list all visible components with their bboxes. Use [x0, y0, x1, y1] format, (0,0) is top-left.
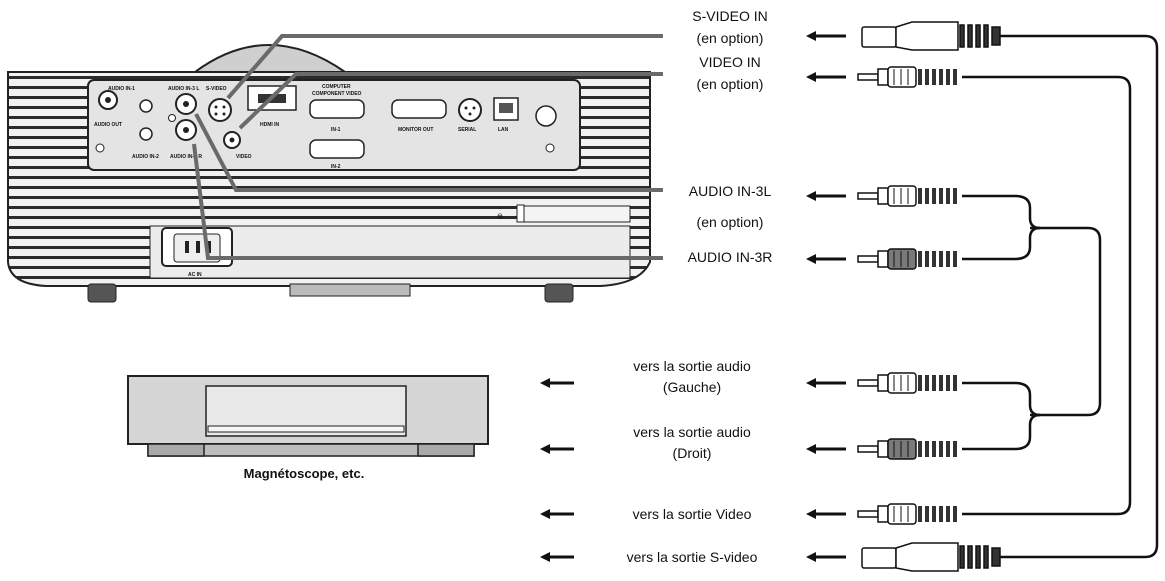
- audio-left-out-label: vers la sortie audio: [633, 358, 751, 374]
- audio-in-3l-label: AUDIO IN-3L: [689, 183, 772, 199]
- audio-3r-leader-line: [192, 143, 663, 260]
- panel-label-video: VIDEO: [236, 154, 252, 160]
- projector-foot-left: [87, 283, 117, 303]
- arrows: [540, 31, 846, 562]
- rca-plug-audio-in-3r: [857, 248, 957, 270]
- video-in-label: VIDEO IN: [699, 54, 760, 70]
- arrow-svideo-out: [806, 552, 846, 562]
- panel-label-svideo: S-VIDEO: [206, 86, 227, 92]
- monitor-out-port: [391, 99, 447, 119]
- audio-top-left-wire: [962, 194, 1041, 230]
- svideo-in-option-label: (en option): [697, 30, 764, 46]
- panel-label-hdmi-in: HDMI IN: [260, 122, 280, 128]
- svideo-plug-bottom: [861, 542, 1001, 572]
- cables: [962, 34, 1159, 559]
- vcr-foot-right: [417, 443, 475, 457]
- rca-plugs: [857, 66, 957, 525]
- panel-button: [535, 105, 557, 127]
- panel-label-lan: LAN: [498, 127, 509, 133]
- vcr-foot-left: [147, 443, 205, 457]
- arrow-audio-in-3r: [806, 254, 846, 264]
- panel-label-serial: SERIAL: [458, 127, 476, 133]
- vcr-device: Magnétoscope, etc.: [127, 375, 489, 481]
- audio-left-out-sub-label: (Gauche): [663, 379, 721, 395]
- rca-plug-audio-left-out: [857, 372, 957, 394]
- arrow-audio-in-3l: [806, 191, 846, 201]
- audio-bottom-right-wire: [962, 413, 1041, 451]
- arrow-to-vcr-audio-right: [540, 444, 574, 454]
- video-leader-line: [238, 72, 663, 130]
- video-cable: [962, 75, 1132, 516]
- arrow-audio-left-out: [806, 378, 846, 388]
- connection-lines: [192, 34, 663, 260]
- arrow-to-vcr-video: [540, 509, 574, 519]
- rca-plug-audio-in-3l: [857, 185, 957, 207]
- arrow-video-in: [806, 72, 846, 82]
- svideo-in-label: S-VIDEO IN: [692, 8, 767, 24]
- panel-label-audio-in2: AUDIO IN-2: [132, 154, 159, 160]
- audio-in-option-label: (en option): [697, 214, 764, 230]
- panel-label-in1: IN-1: [331, 127, 341, 133]
- rca-plug-audio-right-out: [857, 438, 957, 460]
- svideo-leader-line: [226, 34, 663, 100]
- arrow-to-vcr-audio-left: [540, 378, 574, 388]
- arrow-to-vcr-svideo: [540, 552, 574, 562]
- arrow-audio-right-out: [806, 444, 846, 454]
- vcr-caption: Magnétoscope, etc.: [244, 466, 365, 481]
- kensington-lock-icon: 🔒︎: [497, 210, 503, 222]
- computer-in1-port: [309, 99, 365, 119]
- audio-trunk-cable: [1030, 226, 1102, 417]
- plugs: [861, 21, 1001, 572]
- svideo-plug-top: [861, 21, 1001, 51]
- panel-label-computer: COMPUTER: [322, 84, 351, 90]
- svideo-cable: [1000, 34, 1159, 559]
- computer-in2-port: [309, 139, 365, 159]
- panel-label-audio-in3l: AUDIO IN-3 L: [168, 86, 199, 92]
- audio-top-right-wire: [962, 226, 1041, 261]
- audio-right-out-sub-label: (Droit): [673, 445, 712, 461]
- projector-foot-right: [544, 283, 574, 303]
- audio-in2-jack: [139, 127, 153, 141]
- rca-plug-video-in: [857, 66, 957, 88]
- serial-port: [458, 98, 482, 122]
- panel-label-audio-in3r: AUDIO IN-3 R: [170, 154, 202, 160]
- arrow-svideo-in: [806, 31, 846, 41]
- projector: 🔒︎: [7, 44, 651, 303]
- audio-3l-leader-line: [194, 113, 663, 192]
- audio-in-3r-label: AUDIO IN-3R: [688, 249, 773, 265]
- video-in-option-label: (en option): [697, 76, 764, 92]
- svideo-out-label: vers la sortie S-video: [627, 549, 758, 565]
- rca-plug-video-out: [857, 503, 957, 525]
- panel-label-monitor-out: MONITOR OUT: [398, 127, 433, 133]
- panel-label-in2: IN-2: [331, 164, 341, 170]
- panel-label-audio-out: AUDIO OUT: [94, 122, 122, 128]
- video-out-label: vers la sortie Video: [633, 506, 752, 522]
- audio-bottom-left-wire: [962, 381, 1041, 417]
- panel-label-component-video: COMPONENT VIDEO: [312, 91, 362, 97]
- output-labels: vers la sortie audio (Gauche) vers la so…: [627, 358, 758, 565]
- svideo-jack: [208, 98, 232, 122]
- audio-in1-jack: [139, 99, 153, 113]
- panel-label-ac-in: AC IN: [188, 272, 202, 278]
- panel-label-audio-in1: AUDIO IN-1: [108, 86, 135, 92]
- audio-right-out-label: vers la sortie audio: [633, 424, 751, 440]
- arrow-video-out: [806, 509, 846, 519]
- input-labels: S-VIDEO IN (en option) VIDEO IN (en opti…: [688, 8, 773, 265]
